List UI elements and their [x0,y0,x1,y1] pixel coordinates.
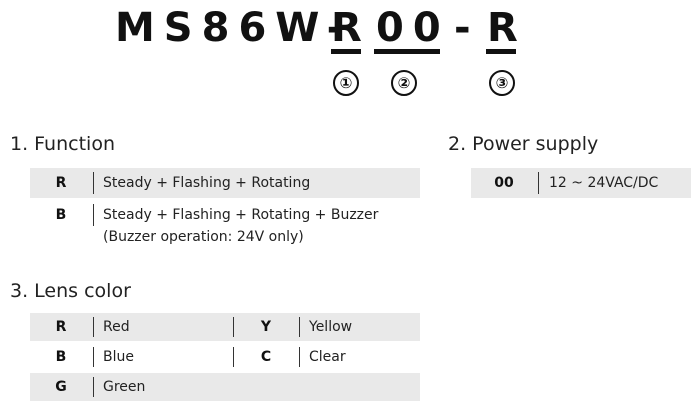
underline-function [331,49,361,54]
lens-code: G [55,379,67,395]
function-table: R Steady + Flashing + Rotating B Steady … [30,168,420,252]
lens-heading: 3. Lens color [10,280,131,302]
column-divider [93,377,94,397]
power-row-00: 00 12 ~ 24VAC/DC [471,168,691,198]
power-desc: 12 ~ 24VAC/DC [549,175,659,191]
marker-1: ① [333,70,359,96]
model-code: MS86W- R 00 - R ① ② ③ [0,2,700,102]
model-part-lens: R [487,5,527,51]
lens-desc: Clear [309,349,346,365]
lens-code: R [55,319,67,335]
lens-desc: Red [103,319,130,335]
lens-code: B [55,349,67,365]
column-divider [233,317,234,337]
power-code: 00 [494,175,514,191]
column-divider [299,347,300,367]
column-divider [233,347,234,367]
model-part-power: 00 [376,5,450,51]
model-part-function: R [331,5,371,51]
function-note: (Buzzer operation: 24V only) [103,229,304,245]
column-divider [299,317,300,337]
power-table: 00 12 ~ 24VAC/DC [471,168,691,198]
lens-desc: Green [103,379,146,395]
function-desc: Steady + Flashing + Rotating [103,175,311,191]
model-dash: - [454,5,480,51]
underline-lens [486,49,516,54]
marker-3: ③ [489,70,515,96]
column-divider [93,317,94,337]
function-code: R [55,175,67,191]
model-prefix: MS86W- [115,5,353,51]
lens-code: Y [260,319,272,335]
lens-code: C [260,349,272,365]
function-row-r: R Steady + Flashing + Rotating [30,168,420,198]
function-desc: Steady + Flashing + Rotating + Buzzer [103,207,379,223]
column-divider [93,172,94,194]
lens-row: R Red Y Yellow [30,313,420,341]
lens-row: B Blue C Clear [30,343,420,371]
column-divider [93,347,94,367]
lens-desc: Blue [103,349,134,365]
lens-table: R Red Y Yellow B Blue C Clear G Green [30,313,420,405]
function-row-b: B Steady + Flashing + Rotating + Buzzer … [30,200,420,250]
column-divider [538,172,539,194]
lens-row: G Green [30,373,420,401]
power-heading: 2. Power supply [448,133,599,155]
underline-power [374,49,440,54]
function-code: B [55,207,67,223]
column-divider [93,204,94,226]
lens-desc: Yellow [309,319,353,335]
marker-2: ② [391,70,417,96]
function-heading: 1. Function [10,133,115,155]
